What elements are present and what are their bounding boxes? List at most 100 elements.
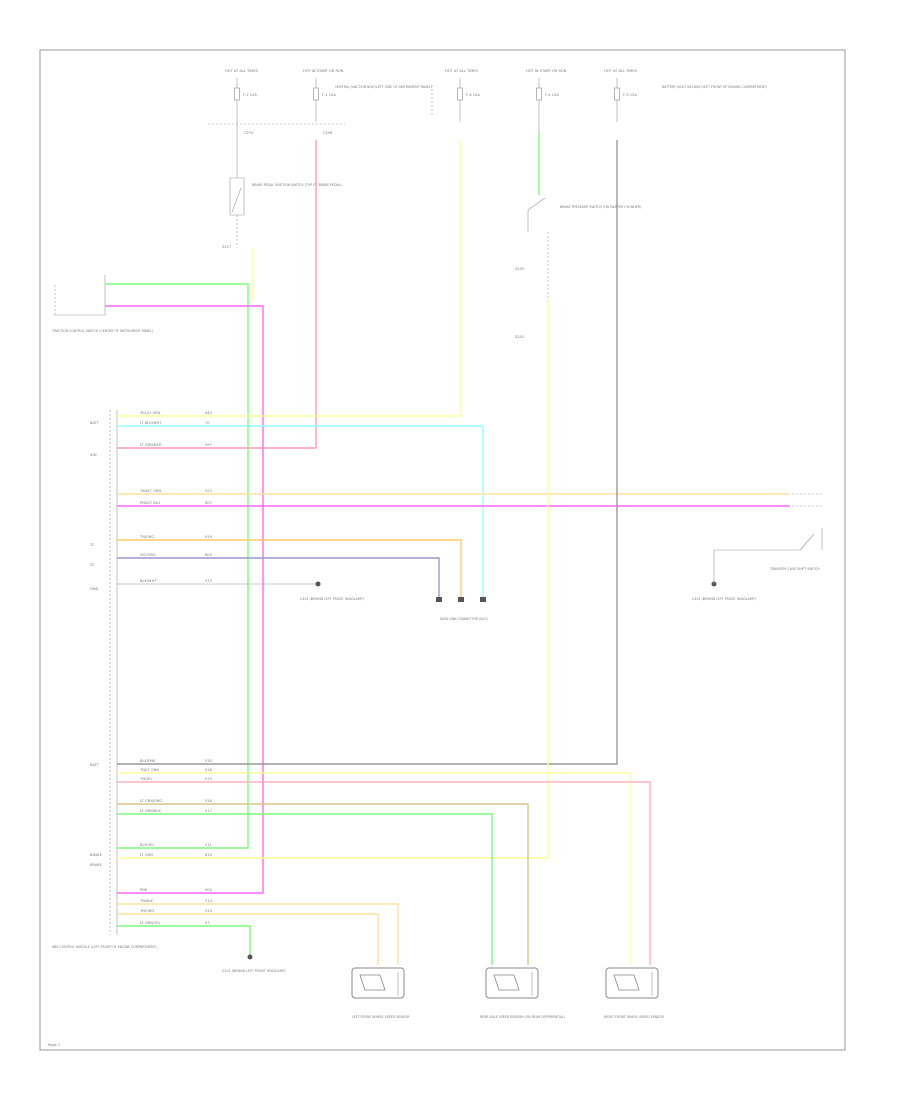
circuit-label-3: 297 xyxy=(205,443,212,447)
wire-label-7: VIO/ORG xyxy=(140,553,156,557)
wire-cyan-dlc xyxy=(117,425,484,598)
ground-node-1 xyxy=(315,581,321,587)
wires xyxy=(105,140,790,965)
brake-pressure-switch: BRAKE PRESSURE SWITCH (ON MASTER CYLINDE… xyxy=(515,122,641,339)
wire-label-11: TN/YEL xyxy=(139,777,153,781)
rear-axle-sensor: REAR AXLE SPEED SENSOR (ON REAR DIFFEREN… xyxy=(480,967,565,1019)
fuse-5 xyxy=(614,87,620,101)
wire-label-12: LT GRN/ORG xyxy=(140,799,162,803)
wire-label-5: PNK/LT BLU xyxy=(140,501,161,505)
pin-side-label-1: BATT xyxy=(90,421,100,425)
pin-side-label-5: GND xyxy=(90,587,98,591)
circuit-label-13: 517 xyxy=(205,809,212,813)
wire-label-15: LT GRN xyxy=(140,853,153,857)
wire-label-13: LT GRN/BLK xyxy=(140,809,161,813)
wire-label-4: TAN/LT GRN xyxy=(139,489,161,493)
pin-side-label-2: IGN xyxy=(90,453,97,457)
diagram-frame xyxy=(39,49,846,1051)
circuit-label-9: 530 xyxy=(205,759,213,763)
wire-label-10: TN/LT GRN xyxy=(139,768,159,772)
junction-label-2: BATTERY JUNCTION BOX (LEFT FRONT OF ENGI… xyxy=(662,85,767,89)
splice-label-c270: C270 xyxy=(244,131,254,135)
circuit-label-18: 515 xyxy=(205,909,212,913)
traction-switch-label: TRACTION CONTROL SWITCH (CENTER OF INSTR… xyxy=(51,329,153,333)
wire-violet-dlc xyxy=(117,557,440,598)
wire-label-3: LT GRN/RED xyxy=(140,443,162,447)
ground-label-2: G101 (BEHIND LEFT FRONT HEADLAMP) xyxy=(222,969,286,973)
fuse-header-3: HOT AT ALL TIMES xyxy=(445,69,479,73)
wire-label-6: TN/ORG xyxy=(139,535,154,539)
wire-label-1: YEL/LT GRN xyxy=(140,411,161,415)
splice-label-s201: S201 xyxy=(515,335,524,339)
ground-label-1: G101 (BEHIND LEFT FRONT HEADLAMP) xyxy=(300,597,364,601)
fuse-header-1: HOT AT ALL TIMES xyxy=(225,69,259,73)
splice-label-s217: S217 xyxy=(222,245,231,249)
wire-tan-rear xyxy=(117,803,529,965)
fuse-4 xyxy=(536,87,542,101)
fuse-label-5: F-9 15A xyxy=(623,93,637,97)
fuse-header-4: HOT IN START OR RUN xyxy=(526,69,567,73)
circuit-label-10: 518 xyxy=(205,768,213,772)
dlc-label: DATA LINK CONNECTOR (DLC) xyxy=(440,617,488,621)
circuit-label-16: 904 xyxy=(205,888,213,892)
circuit-label-15: 810 xyxy=(205,853,213,857)
wire-label-2: LT BLU/WHT xyxy=(140,421,162,425)
wire-label-14: BLK/YEL xyxy=(140,843,155,847)
circuit-label-8: 570 xyxy=(205,579,213,583)
fuse-2 xyxy=(313,87,319,101)
transfer-case-label: TRANSFER CASE SHIFT SWITCH xyxy=(769,567,820,571)
fuse-header-5: HOT AT ALL TIMES xyxy=(604,69,638,73)
wire-lightorange-lf2 xyxy=(117,913,379,965)
fuse-label-1: F-2 10A xyxy=(243,93,257,97)
splice-label-s205: S205 xyxy=(515,267,524,271)
transfer-case-switch: TRANSFER CASE SHIFT SWITCH xyxy=(713,493,823,584)
wire-pink-ign xyxy=(117,140,317,449)
wire-green-tc xyxy=(105,283,249,849)
rf-wheel-sensor: RIGHT FRONT WHEEL SPEED SENSOR xyxy=(604,967,665,1019)
circuit-label-6: 919 xyxy=(205,535,213,539)
sensor-label-rf: RIGHT FRONT WHEEL SPEED SENSOR xyxy=(604,1015,665,1019)
page-footer: Page 1 xyxy=(48,1043,60,1047)
fuse-label-2: F-1 10A xyxy=(322,93,336,97)
pin-side-label-8: BRAKE xyxy=(90,863,103,867)
wire-yellow-rf xyxy=(117,772,631,965)
sensor-label-lf: LEFT FRONT WHEEL SPEED SENSOR xyxy=(352,1015,410,1019)
wire-label-8: BLK/WHT xyxy=(140,579,157,583)
wire-labels: YEL/LT GRN 640 LT BLU/WHT 70 LT GRN/RED … xyxy=(139,411,213,925)
wire-yellow-brake-pressure xyxy=(117,300,549,859)
circuit-label-5: 607 xyxy=(205,501,212,505)
fuse-label-3: F-6 10A xyxy=(466,93,480,97)
pin-side-label-4: TC xyxy=(89,563,95,567)
wheel-speed-sensors: LEFT FRONT WHEEL SPEED SENSOR REAR AXLE … xyxy=(351,967,665,1019)
data-link-connector: DATA LINK CONNECTOR (DLC) xyxy=(436,597,488,621)
module-label: ABS CONTROL MODULE (LEFT FRONT OF ENGINE… xyxy=(52,945,157,949)
circuit-label-11: 519 xyxy=(205,777,213,781)
power-sources: HOT AT ALL TIMES F-2 10A HOT IN START OR… xyxy=(208,69,767,135)
wire-label-18: TN/ORG xyxy=(139,909,154,913)
ground-node-2 xyxy=(247,954,253,960)
sensor-label-rear: REAR AXLE SPEED SENSOR (ON REAR DIFFEREN… xyxy=(480,1015,565,1019)
wire-label-17: TN/BLK xyxy=(139,899,154,903)
circuit-label-12: 516 xyxy=(205,799,213,803)
grounds: G101 (BEHIND LEFT FRONT HEADLAMP) G101 (… xyxy=(222,581,756,973)
circuit-label-14: 511 xyxy=(205,843,212,847)
fuse-header-2: HOT IN START OR RUN xyxy=(303,69,344,73)
wire-lightpink-rf xyxy=(117,781,651,965)
wire-lightorange-lf1 xyxy=(117,903,399,965)
brake-pedal-switch: BRAKE PEDAL POSITION SWITCH (TOP OF BRAK… xyxy=(222,122,342,249)
wire-gray-batt xyxy=(117,140,618,765)
circuit-label-17: 514 xyxy=(205,899,213,903)
lf-wheel-sensor: LEFT FRONT WHEEL SPEED SENSOR xyxy=(351,967,410,1019)
circuit-label-7: 605 xyxy=(205,553,212,557)
circuit-label-19: 57 xyxy=(205,921,210,925)
splice-label-c206: C206 xyxy=(323,131,333,135)
wire-label-19: LT GRN/YEL xyxy=(140,921,161,925)
wire-label-9: BLK/PNK xyxy=(140,759,156,763)
junction-label-1: CENTRAL JUNCTION BOX (LEFT SIDE OF INSTR… xyxy=(335,85,432,89)
pressure-switch-label: BRAKE PRESSURE SWITCH (ON MASTER CYLINDE… xyxy=(560,205,641,209)
wire-green-ground xyxy=(117,925,251,955)
brake-switch-label: BRAKE PEDAL POSITION SWITCH (TOP OF BRAK… xyxy=(252,183,342,187)
wire-magenta-tc xyxy=(105,305,264,894)
wire-yellow-batt xyxy=(117,140,461,417)
